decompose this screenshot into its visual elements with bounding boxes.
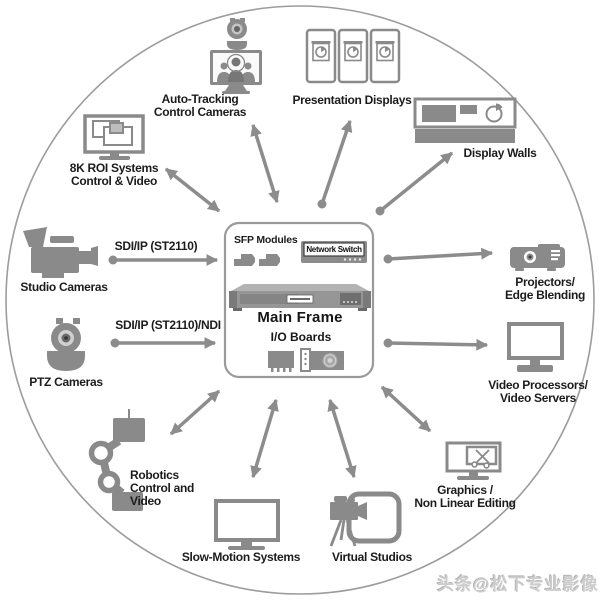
arrow-projectors: [383, 247, 494, 264]
studio-camera-icon: [23, 227, 98, 278]
label-projectors-line1: Projectors/: [515, 275, 575, 289]
arrow-robotics: [169, 389, 221, 436]
arrow-studio-cameras: [108, 254, 219, 266]
video-processors-icon: [507, 322, 564, 372]
network-switch-icon: [301, 241, 367, 263]
graphics-nle-icon: [445, 441, 502, 480]
arrow-presentation: [317, 119, 353, 209]
arrow-auto-tracking: [250, 123, 280, 204]
label-auto-tracking-line2: Control Cameras: [153, 105, 247, 120]
label-projectors: Projectors/ Edge Blending: [504, 275, 586, 303]
label-studio-cameras: Studio Cameras: [20, 280, 108, 294]
label-robotics-line3: Video: [130, 494, 161, 509]
arrow-ptz-cameras: [110, 337, 217, 349]
label-robotics: Robotics Control and Video: [130, 468, 195, 509]
label-display-walls: Display Walls: [463, 146, 537, 160]
arrow-graphics: [380, 385, 432, 433]
ptz-camera-icon: [47, 318, 85, 371]
label-network-switch: Network Switch: [306, 245, 362, 254]
arrow-virtual-studios: [327, 398, 357, 479]
connection-arrows: [108, 119, 494, 479]
display-walls-icon: [413, 97, 517, 143]
label-presentation-displays: Presentation Displays: [292, 93, 412, 107]
label-roi-8k: 8K ROI Systems Control & Video: [69, 161, 159, 189]
label-graphics-nle-line2: Non Linear Editing: [414, 496, 516, 511]
arrow-display-walls: [375, 151, 454, 216]
virtual-studios-icon: [329, 491, 402, 547]
label-roi-8k-line1: 8K ROI Systems: [69, 161, 159, 175]
label-graphics-nle-line1: Graphics /: [437, 483, 493, 497]
label-sdi-ip-st2110-ndi: SDI/IP (ST2110)/NDI: [115, 318, 221, 332]
label-auto-tracking: Auto-Tracking Control Cameras: [153, 92, 247, 120]
label-slow-motion: Slow-Motion Systems: [181, 550, 301, 564]
label-auto-tracking-line1: Auto-Tracking: [161, 92, 239, 106]
arrow-8k-roi: [164, 167, 221, 213]
auto-tracking-camera-icon: [210, 18, 262, 94]
server-icon: [229, 284, 371, 311]
arrow-video-processors: [383, 338, 489, 351]
roi-8k-icon: [83, 114, 145, 160]
label-io-boards: I/O Boards: [270, 330, 332, 344]
label-video-processors-line1: Video Processors/: [488, 378, 588, 392]
label-virtual-studios: Virtual Studios: [332, 550, 412, 564]
ecosystem-circle: [5, 5, 595, 595]
robotics-arm-icon: [88, 409, 145, 511]
projector-icon: [510, 244, 565, 271]
label-projectors-line2: Edge Blending: [504, 288, 586, 303]
arrow-slow-motion: [250, 398, 279, 479]
label-robotics-line1: Robotics: [130, 468, 179, 482]
label-ptz-cameras: PTZ Cameras: [29, 375, 103, 389]
presentation-displays-icon: [305, 28, 401, 84]
label-video-processors-line2: Video Servers: [500, 391, 576, 406]
label-robotics-line2: Control and: [130, 481, 195, 496]
sfp-modules-icon: [234, 254, 280, 266]
io-boards-icon: [268, 348, 344, 372]
slow-motion-icon: [214, 499, 280, 550]
label-video-processors: Video Processors/ Video Servers: [488, 378, 588, 406]
label-sfp-modules: SFP Modules: [234, 234, 298, 246]
watermark: 头条@松下专业影像: [437, 575, 599, 594]
label-sdi-ip-st2110: SDI/IP (ST2110): [114, 239, 198, 253]
label-roi-8k-line2: Control & Video: [71, 174, 157, 189]
label-main-frame: Main Frame: [257, 309, 343, 326]
label-graphics-nle: Graphics / Non Linear Editing: [414, 483, 516, 511]
